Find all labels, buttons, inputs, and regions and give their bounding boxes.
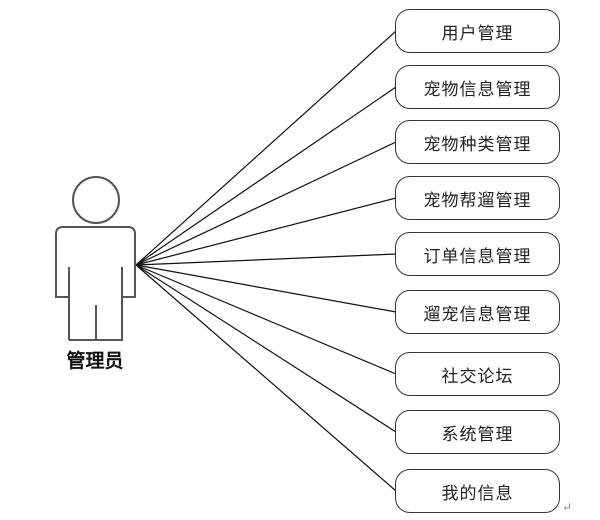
use-case-label: 用户管理 (441, 23, 514, 44)
use-case-label: 宠物种类管理 (423, 134, 532, 155)
use-case-9: 我的信息 (395, 469, 560, 513)
use-case-8: 系统管理 (395, 410, 560, 454)
use-case-label: 社交论坛 (441, 366, 514, 387)
actor-body (55, 226, 136, 341)
association-line (135, 264, 397, 492)
use-case-7: 社交论坛 (395, 352, 560, 396)
use-case-5: 订单信息管理 (395, 232, 560, 276)
association-line (135, 30, 397, 266)
use-case-label: 我的信息 (441, 483, 514, 504)
association-line (135, 264, 397, 375)
use-case-label: 遛宠信息管理 (423, 304, 532, 325)
use-case-4: 宠物帮遛管理 (395, 176, 560, 220)
use-case-6: 遛宠信息管理 (395, 290, 560, 334)
actor-head (72, 176, 120, 224)
use-case-label: 宠物信息管理 (423, 79, 532, 100)
association-line (135, 264, 397, 313)
actor-label: 管理员 (66, 350, 124, 372)
use-case-1: 用户管理 (395, 9, 560, 53)
return-mark: ↵ (562, 500, 573, 514)
association-line (135, 253, 397, 266)
use-case-label: 系统管理 (441, 424, 514, 445)
association-line (135, 86, 397, 266)
use-case-label: 宠物帮遛管理 (423, 190, 532, 211)
use-case-label: 订单信息管理 (423, 246, 532, 267)
actor-figure (55, 176, 136, 341)
association-line (135, 141, 397, 266)
use-case-3: 宠物种类管理 (395, 120, 560, 164)
association-line (135, 197, 397, 266)
use-case-2: 宠物信息管理 (395, 65, 560, 109)
association-line (135, 264, 397, 433)
